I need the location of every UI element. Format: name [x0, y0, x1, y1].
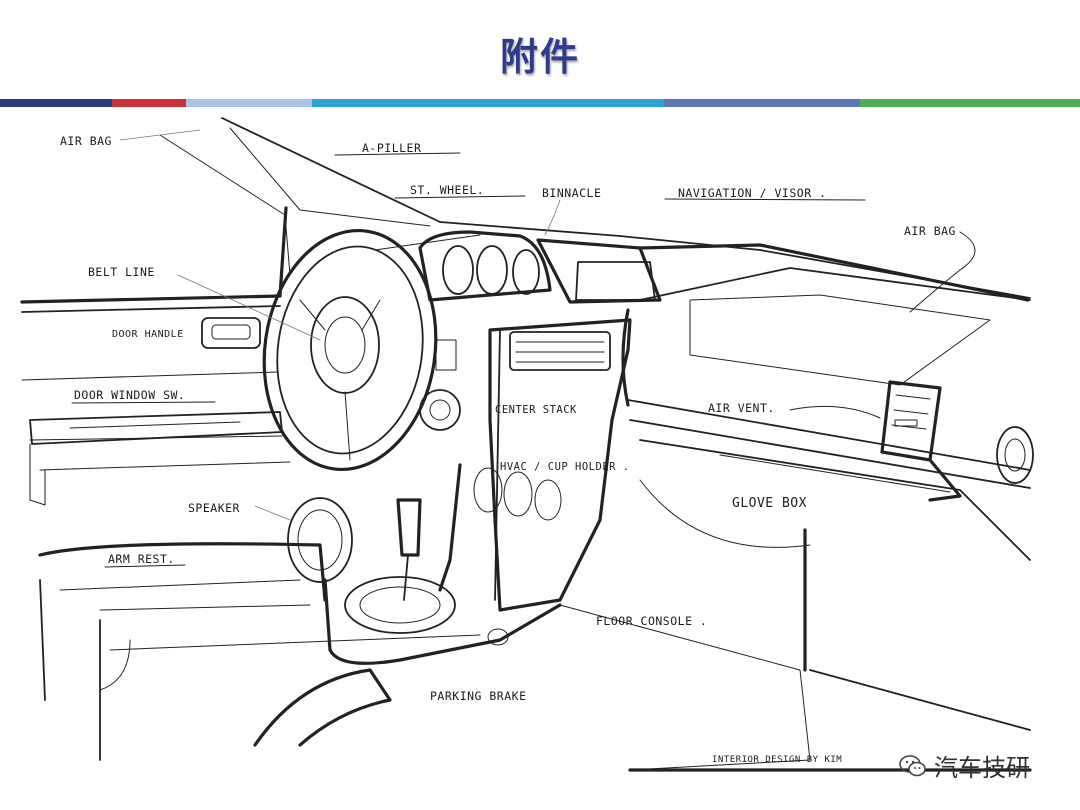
- dashboard-sketch: [621, 243, 1031, 489]
- stripe-segment: [312, 99, 664, 107]
- watermark: 汽车技研: [898, 748, 1030, 783]
- navigation-visor-sketch: [536, 238, 662, 304]
- label-arm-rest: ARM REST.: [108, 552, 175, 566]
- label-door-handle: DOOR HANDLE: [112, 329, 184, 340]
- label-speaker: SPEAKER: [188, 501, 240, 515]
- stripe-segment: [664, 99, 860, 107]
- label-center-stack: CENTER STACK: [495, 404, 577, 416]
- label-glove-box: GLOVE BOX: [732, 496, 807, 511]
- stripe-segment: [860, 99, 1080, 107]
- label-belt-line: BELT LINE: [88, 265, 155, 279]
- floor-console-sketch: [323, 463, 1032, 772]
- air-vent-sketch: [880, 380, 1034, 484]
- label-floor-console: FLOOR CONSOLE .: [596, 614, 707, 628]
- label-air-vent: AIR VENT.: [708, 401, 775, 415]
- slide-title: 附件: [499, 35, 580, 79]
- label-hvac-cup-holder: HVAC / CUP HOLDER .: [500, 461, 630, 473]
- steering-wheel-sketch: [262, 228, 481, 472]
- label-door-window-sw: DOOR WINDOW SW.: [74, 388, 185, 402]
- label-underlines: [71, 152, 866, 568]
- label-parking-brake: PARKING BRAKE: [430, 689, 527, 703]
- parking-brake-sketch: [253, 668, 392, 747]
- glove-box-sketch: [639, 439, 1031, 561]
- signature-text: INTERIOR DESIGN BY KIM: [712, 755, 842, 765]
- label-binnacle: BINNACLE: [542, 186, 601, 200]
- stripe-segment: [112, 99, 186, 107]
- label-a-piller: A-PILLER: [362, 141, 421, 155]
- leader-lines: [119, 129, 976, 521]
- stripe-segment: [186, 99, 312, 107]
- center-stack-sketch: [419, 318, 632, 612]
- stripe-segment: [0, 99, 112, 107]
- label-st-wheel: ST. WHEEL.: [410, 183, 484, 197]
- label-air-bag-left: AIR BAG: [60, 134, 112, 148]
- wechat-icon: [899, 754, 926, 776]
- speaker-sketch: [287, 497, 353, 583]
- arm-rest-sketch: [38, 542, 509, 761]
- label-air-bag-right: AIR BAG: [904, 224, 956, 238]
- watermark-text: 汽车技研: [934, 754, 1030, 782]
- label-navigation-visor: NAVIGATION / VISOR .: [678, 186, 826, 200]
- car-interior-sketch: AIR BAG A-PILLER ST. WHEEL. BINNACLE NAV…: [20, 117, 1034, 772]
- binnacle-sketch: [418, 230, 552, 302]
- title-divider-stripe: [0, 99, 1080, 107]
- door-sketch: [20, 206, 291, 506]
